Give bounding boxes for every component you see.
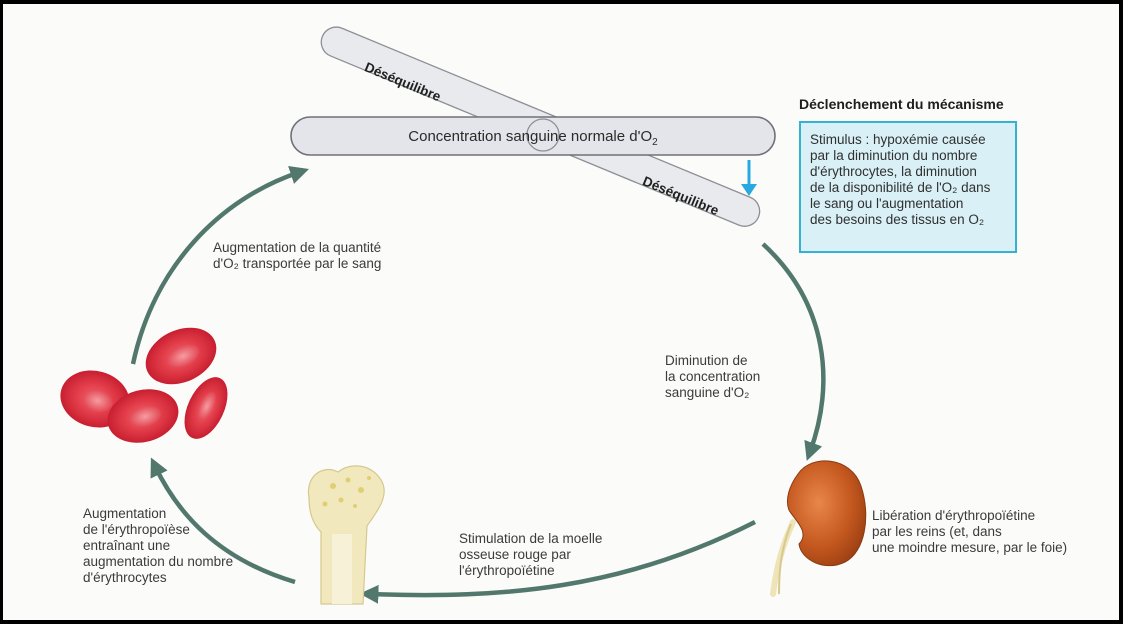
normal-concentration-text: Concentration sanguine normale d'O — [408, 128, 652, 145]
red-blood-cells-icon — [54, 317, 236, 451]
stimulus-box: Stimulus : hypoxémie causée par la dimin… — [799, 121, 1017, 253]
decrease-label: Diminution de la concentration sanguine … — [665, 353, 760, 401]
trigger-title: Déclenchement du mécanisme — [799, 96, 1004, 112]
arrow-to-kidney — [763, 244, 823, 452]
erythropoiesis-label: Augmentation de l'érythropoïèse entraîna… — [83, 506, 233, 586]
bone-marrow-icon — [308, 466, 384, 604]
epo-release-label: Libération d'érythropoïétine par les rei… — [872, 508, 1067, 556]
normal-concentration-subscript: 2 — [652, 137, 658, 148]
o2-transport-label: Augmentation de la quantité d'O₂ transpo… — [213, 240, 381, 272]
marrow-stimulation-label: Stimulation de la moelle osseuse rouge p… — [459, 531, 602, 579]
kidney-icon — [773, 461, 866, 594]
stimulus-arrow-icon — [741, 160, 757, 196]
